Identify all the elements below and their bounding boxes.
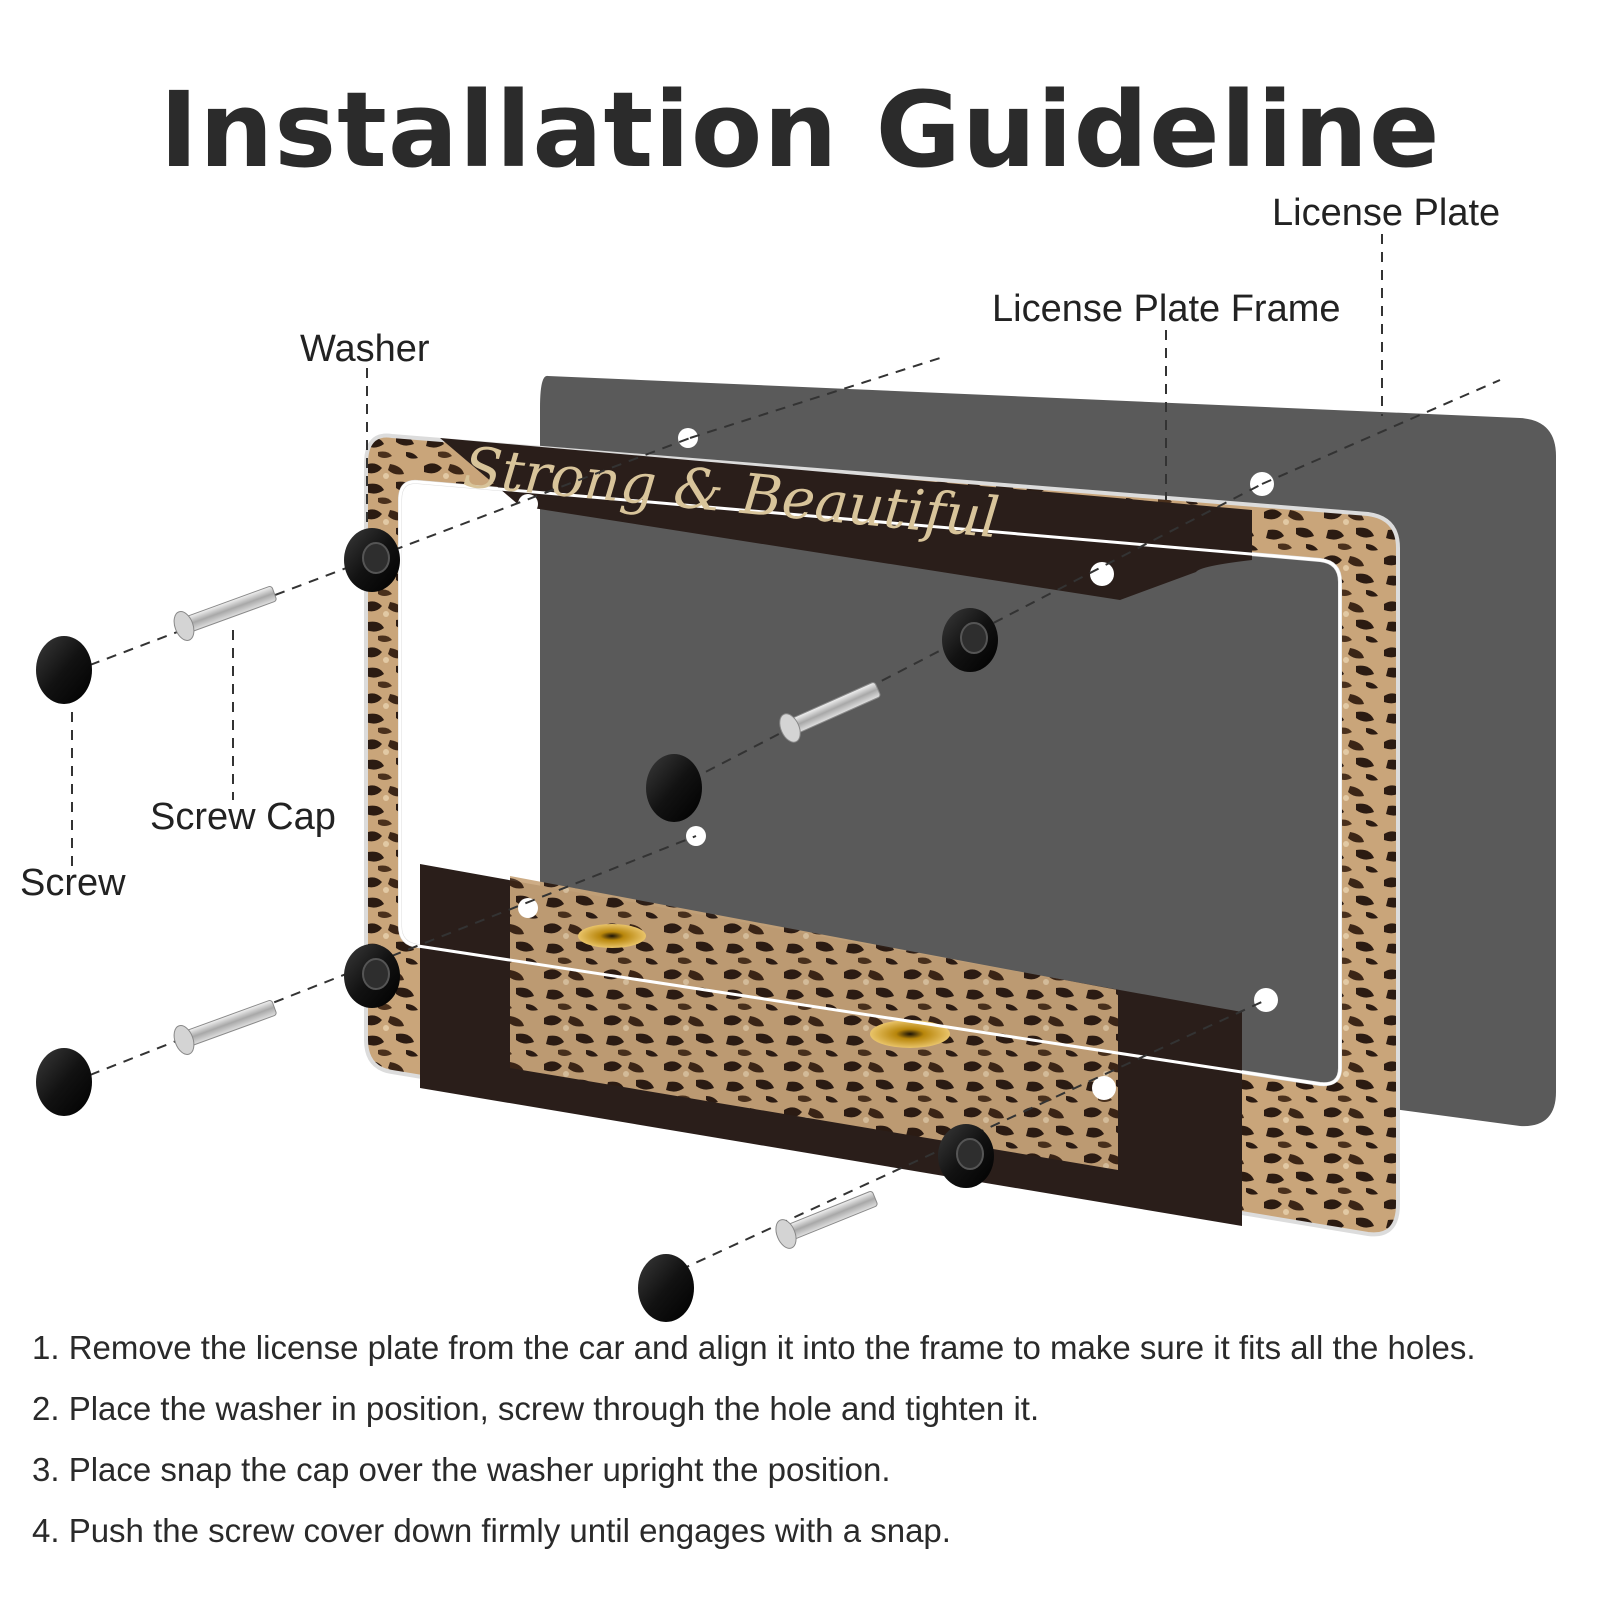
page-title: Installation Guideline bbox=[159, 69, 1441, 191]
leopard-eye-left bbox=[578, 924, 646, 948]
screw-cap bbox=[638, 1254, 694, 1322]
hardware-set-bottom-right bbox=[638, 1124, 994, 1322]
hardware-set-bottom-left bbox=[36, 944, 400, 1116]
hardware-set-top-right bbox=[646, 608, 998, 822]
plate-hole bbox=[1254, 988, 1278, 1012]
instruction-steps: 1. Remove the license plate from the car… bbox=[32, 1328, 1592, 1572]
leopard-face bbox=[510, 876, 1118, 1170]
leopard-eye-right bbox=[870, 1020, 950, 1048]
label-screw-cap: Screw Cap bbox=[150, 796, 336, 838]
label-license-plate: License Plate bbox=[1272, 192, 1501, 234]
frame-hole bbox=[1090, 562, 1114, 586]
instruction-step: 4. Push the screw cover down firmly unti… bbox=[32, 1512, 951, 1549]
frame-hole bbox=[518, 494, 538, 514]
label-screw: Screw bbox=[20, 862, 126, 904]
frame-hole bbox=[518, 898, 538, 918]
label-license-plate-frame: License Plate Frame bbox=[992, 288, 1341, 330]
instruction-step: 2. Place the washer in position, screw t… bbox=[32, 1390, 1040, 1427]
screw bbox=[173, 585, 277, 641]
screw-cap bbox=[646, 754, 702, 822]
instruction-step: 1. Remove the license plate from the car… bbox=[32, 1329, 1476, 1366]
screw-cap bbox=[36, 1048, 92, 1116]
screw bbox=[779, 682, 881, 743]
frame-hole bbox=[1092, 1076, 1116, 1100]
instruction-step: 3. Place snap the cap over the washer up… bbox=[32, 1451, 891, 1488]
screw bbox=[775, 1191, 878, 1249]
screw-cap bbox=[36, 636, 92, 704]
label-washer: Washer bbox=[300, 328, 430, 370]
screw bbox=[173, 999, 277, 1055]
hardware-set-top-left bbox=[36, 528, 400, 704]
license-plate-frame bbox=[364, 433, 1400, 1237]
